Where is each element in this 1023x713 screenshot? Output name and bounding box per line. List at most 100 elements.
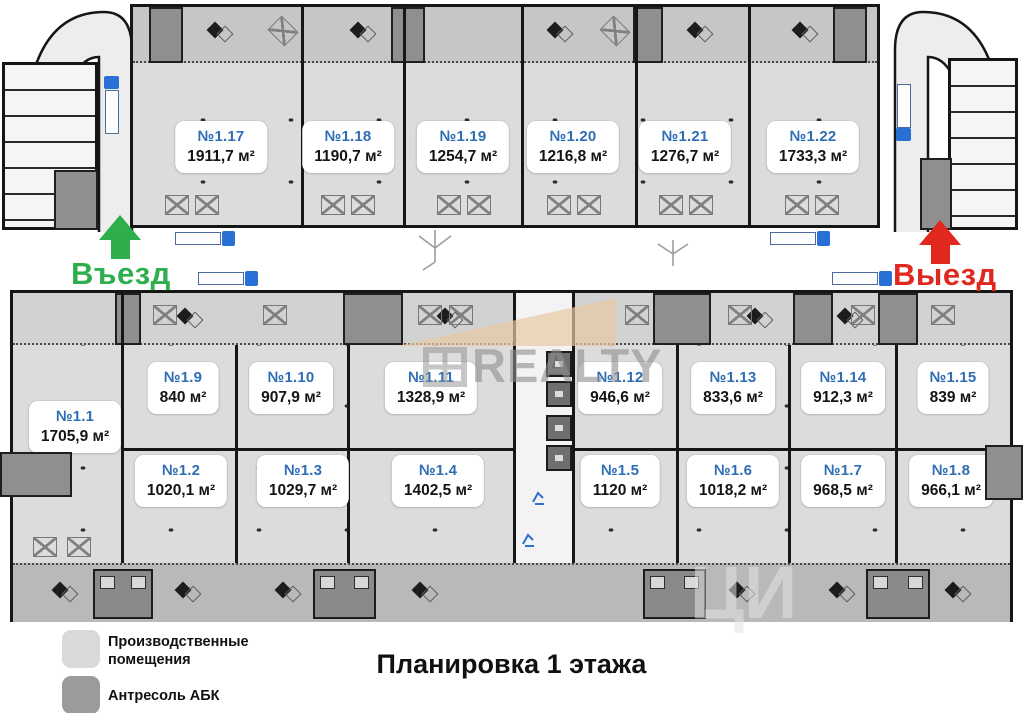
mezzanine-core (866, 569, 930, 619)
mezzanine-core (343, 293, 403, 345)
unit-area: 839 м² (929, 389, 977, 406)
unit-label-1-1: №1.1 1705,9 м² (28, 401, 122, 453)
ramp-icon (793, 23, 821, 43)
left-exterior-core (0, 452, 72, 497)
unit-area: 912,3 м² (813, 389, 873, 406)
arrow-head (99, 215, 141, 240)
mezzanine-core (313, 569, 376, 619)
dock-hatch-icon (815, 195, 839, 215)
wall (788, 345, 791, 563)
legend-swatch-mezzanine (62, 676, 100, 713)
unit-number: №1.2 (161, 462, 201, 479)
unit-label-1-22: №1.22 1733,3 м² (766, 121, 860, 173)
unit-number: №1.22 (789, 128, 837, 145)
unit-number: №1.15 (929, 369, 977, 386)
mezzanine-core (878, 293, 918, 345)
plan-title: Планировка 1 этажа (376, 649, 647, 679)
unit-number: №1.17 (197, 128, 245, 145)
unit-area: 1276,7 м² (650, 148, 720, 165)
truck-cab (896, 128, 911, 141)
ramp-icon (176, 583, 204, 603)
unit-label-1-8: №1.8 966,1 м² (909, 455, 993, 507)
ramp-icon (830, 583, 858, 603)
unit-label-1-7: №1.7 968,5 м² (801, 455, 885, 507)
truck-trailer (832, 272, 878, 285)
wall (121, 448, 513, 451)
unit-area: 907,9 м² (261, 389, 321, 406)
wall (635, 7, 638, 225)
dock-hatch-icon (351, 195, 375, 215)
mezzanine-core (793, 293, 833, 345)
forklift-icon (532, 491, 544, 505)
exit-arrow-icon (919, 220, 961, 264)
wall (403, 7, 406, 225)
lift-core (546, 351, 572, 377)
wall (301, 7, 304, 225)
unit-area: 1328,9 м² (396, 389, 466, 406)
unit-area: 1216,8 м² (538, 148, 608, 165)
bottom-mezzanine-strip (13, 563, 1010, 622)
truck-corridor (175, 231, 235, 246)
unit-number: №1.13 (709, 369, 757, 386)
unit-label-1-13: №1.13 833,6 м² (691, 362, 775, 414)
ramp-icon (276, 583, 304, 603)
unit-label-1-18: №1.18 1190,7 м² (302, 121, 394, 173)
mezzanine-core (115, 293, 141, 345)
watermark-brand: REALTY (472, 339, 663, 392)
arrow-stem (930, 245, 950, 264)
mezzanine-core (833, 7, 867, 63)
unit-label-1-3: №1.3 1029,7 м² (256, 455, 350, 507)
truck-cab (104, 76, 119, 89)
truck-cab (245, 271, 258, 286)
unit-label-1-19: №1.19 1254,7 м² (416, 121, 510, 173)
truck-trailer (198, 272, 244, 285)
unit-area: 1120 м² (592, 482, 648, 499)
unit-number: №1.4 (418, 462, 458, 479)
wall (575, 448, 1013, 451)
legend-label-production: Производственные помещения (108, 634, 249, 669)
unit-number: №1.18 (324, 128, 372, 145)
unit-area: 833,6 м² (703, 389, 763, 406)
truck-cab (879, 271, 892, 286)
unit-label-1-17: №1.17 1911,7 м² (175, 121, 267, 173)
top-mezzanine-strip (133, 7, 877, 63)
mezzanine-core (643, 569, 706, 619)
legend-label-mezzanine: Антресоль АБК (108, 688, 220, 704)
entrance-label: Въезд (71, 256, 171, 291)
unit-area: 1018,2 м² (698, 482, 768, 499)
unit-number: №1.9 (163, 369, 203, 386)
unit-area: 966,1 м² (921, 482, 981, 499)
unit-label-1-14: №1.14 912,3 м² (801, 362, 885, 414)
dock-hatch-icon (577, 195, 601, 215)
unit-label-1-20: №1.20 1216,8 м² (526, 121, 620, 173)
mezzanine-core (93, 569, 153, 619)
ramp-icon (178, 309, 206, 329)
unit-area: 1254,7 м² (428, 148, 498, 165)
arrow-stem (110, 240, 130, 259)
unit-label-1-2: №1.2 1020,1 м² (134, 455, 228, 507)
truck-trailer (770, 232, 816, 245)
mezzanine-core (391, 7, 425, 63)
wall (895, 345, 898, 563)
dock-hatch-icon (67, 537, 91, 557)
unit-label-1-4: №1.4 1402,5 м² (391, 455, 485, 507)
unit-area: 1020,1 м² (146, 482, 216, 499)
exit-label: Выезд (893, 257, 997, 292)
road-direction-marks (418, 230, 452, 271)
wall (347, 345, 350, 563)
ramp-icon (946, 583, 974, 603)
unit-area: 946,6 м² (590, 389, 650, 406)
ramp-icon (208, 23, 236, 43)
unit-number: №1.12 (596, 369, 644, 386)
ramp-icon (688, 23, 716, 43)
dock-hatch-icon (689, 195, 713, 215)
ramp-icon (351, 23, 379, 43)
wall (121, 293, 124, 563)
mezzanine-core (633, 7, 663, 63)
truck-trailer (104, 90, 119, 134)
wall (235, 345, 238, 563)
dock-hatch-icon (625, 305, 649, 325)
unit-number: №1.14 (819, 369, 867, 386)
unit-number: №1.20 (549, 128, 597, 145)
